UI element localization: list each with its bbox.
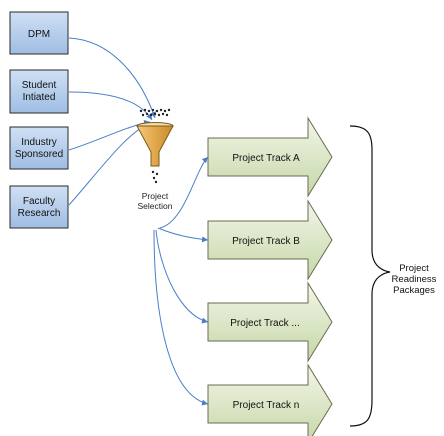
connector-faculty (68, 123, 149, 206)
connector-student (68, 91, 153, 121)
source-box-dpm: DPM (9, 11, 69, 55)
funnel-particles-bottom (151, 170, 159, 184)
source-label-dpm: DPM (28, 29, 50, 40)
track-connectors (153, 156, 209, 406)
connector-dpm (68, 37, 156, 119)
track-arrow-dots: Project Track ... (207, 281, 333, 363)
connector-track-a (159, 156, 209, 229)
funnel-icon (136, 108, 174, 184)
track-label-b: Project Track B (232, 236, 300, 247)
connector-track-n (153, 229, 209, 406)
track-arrow-n: Project Track n (207, 363, 333, 436)
funnel-particles-top (139, 108, 171, 117)
track-label-a: Project Track A (232, 153, 300, 164)
track-label-n: Project Track n (233, 400, 300, 411)
connector-track-dots (155, 229, 209, 324)
track-label-dots: Project Track ... (230, 318, 299, 329)
connector-track-b (157, 227, 209, 243)
track-arrow-b: Project Track B (207, 199, 333, 281)
source-connectors (68, 37, 156, 206)
grouping-brace (349, 125, 391, 427)
track-arrow-a: Project Track A (207, 116, 333, 198)
